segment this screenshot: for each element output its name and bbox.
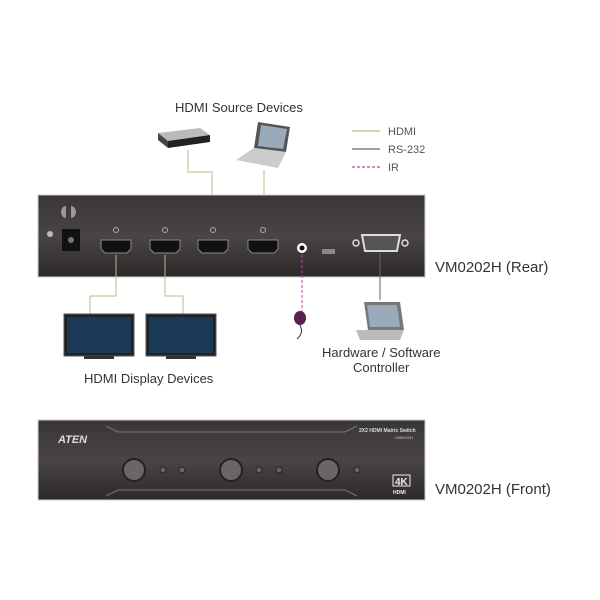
source-devices-label: HDMI Source Devices	[175, 100, 303, 115]
hdmi-logo: HDMI	[393, 490, 406, 496]
led-indicator	[178, 466, 186, 474]
led-indicator	[159, 466, 167, 474]
svg-text:4K: 4K	[395, 477, 409, 488]
port-button-1[interactable]	[122, 458, 146, 482]
usb-port	[322, 249, 335, 254]
brand-logo: ATEN	[57, 434, 88, 446]
port-button-2[interactable]	[219, 458, 243, 482]
hdmi-ports	[100, 227, 279, 254]
hdmi-output-1	[100, 227, 132, 254]
controller-monitor-icon	[356, 302, 404, 340]
led-indicator	[275, 466, 283, 474]
led-indicator	[255, 466, 263, 474]
legend-rs232: RS-232	[388, 144, 425, 156]
front-panel: ATEN 2X2 HDMI Matrix Switch VM0202H 4K H…	[37, 419, 426, 501]
rs232-port	[352, 234, 409, 252]
hdmi-input-1	[197, 227, 229, 254]
legend-ir: IR	[388, 162, 399, 174]
led-indicator	[353, 466, 361, 474]
port-button-3[interactable]	[316, 458, 340, 482]
front-model-label: VM0202H (Front)	[435, 481, 551, 498]
legend: HDMI RS-232 IR	[352, 126, 425, 174]
laptop-icon	[236, 122, 290, 168]
hdmi-output-2	[149, 227, 181, 254]
model-code: VM0202H	[395, 435, 413, 440]
controller-label-1: Hardware / Software	[322, 345, 441, 360]
display-devices-label: HDMI Display Devices	[84, 371, 214, 386]
product-name: 2X2 HDMI Matrix Switch	[359, 428, 416, 434]
display-icon-1	[63, 313, 135, 359]
hdmi-input-2	[247, 227, 279, 254]
power-lock-icon	[61, 206, 76, 218]
dvd-player-icon	[158, 128, 210, 148]
4k-badge	[392, 474, 411, 487]
rear-panel	[37, 194, 426, 278]
display-icon-2	[145, 313, 217, 359]
controller-label-2: Controller	[353, 360, 410, 375]
legend-hdmi: HDMI	[388, 126, 416, 138]
ground-screw-icon	[47, 231, 53, 237]
rear-model-label: VM0202H (Rear)	[435, 259, 548, 276]
ir-receiver-icon	[294, 311, 306, 340]
